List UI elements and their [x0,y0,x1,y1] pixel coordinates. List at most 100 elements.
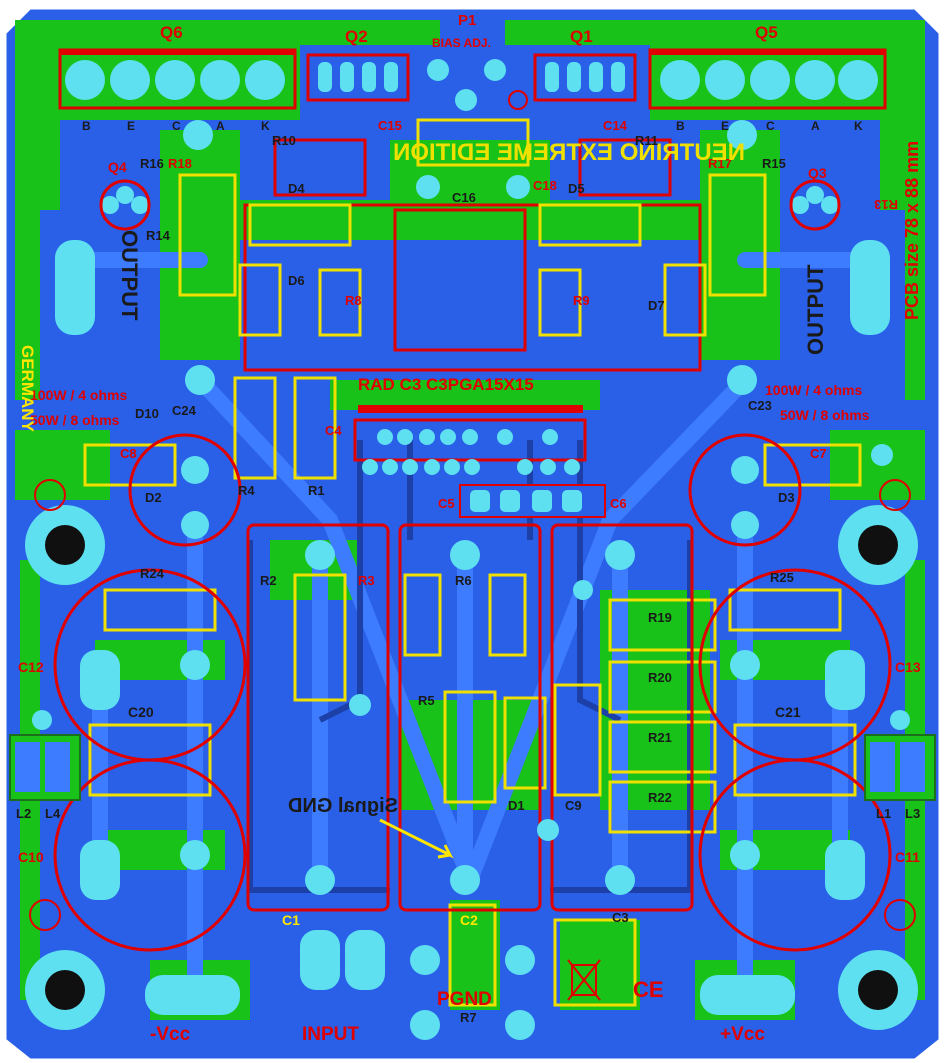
label-d5: D5 [568,181,585,196]
module-outlines [246,138,694,912]
label-r6: R6 [455,573,472,588]
label-l3: L3 [905,806,920,821]
silkscreen-outlines [83,118,862,1007]
pads-large [55,240,890,1015]
label-r2: R2 [260,573,277,588]
pin-left-e: E [127,119,135,133]
label-r22: R22 [648,790,672,805]
label-pos-vcc: +Vcc [720,1024,765,1045]
label-output-left: OUTPUT [117,230,142,321]
label-board-name: NEUTRINO EXTREME EDITION [393,139,745,166]
transistor-q1 [533,53,637,102]
label-q1: Q1 [570,27,593,46]
pin-left-c: C [172,119,181,133]
pads-small [32,120,910,1040]
label-input: INPUT [302,1024,359,1045]
label-d10: D10 [135,406,159,421]
label-c5: C5 [438,496,455,511]
label-rad: RAD C3 C3PGA15X15 [358,375,534,394]
label-c6: C6 [610,496,627,511]
label-r7: R7 [460,1010,477,1025]
label-c12: C12 [18,659,44,675]
label-c3: C3 [612,910,629,925]
label-q3: Q3 [808,165,827,181]
label-r1: R1 [308,483,325,498]
label-d7: D7 [648,298,665,313]
label-output-right: OUTPUT [803,264,828,355]
label-c1: C1 [282,912,300,928]
label-r13: R13 [874,197,898,212]
pin-right-e: E [721,119,729,133]
pin-left-k: K [261,119,270,133]
label-neg-vcc: -Vcc [150,1024,191,1045]
screw-icons [29,479,916,931]
label-c10: C10 [18,849,44,865]
label-power-l-2: 50W / 8 ohms [30,412,120,428]
label-r20: R20 [648,670,672,685]
electrolytic-caps [53,433,892,952]
pin-left-b: B [82,119,91,133]
label-r14: R14 [146,228,171,243]
label-r24: R24 [140,566,165,581]
label-r4: R4 [238,483,255,498]
label-country: GERMANY [18,345,37,433]
label-r8: R8 [345,293,362,308]
transistor-q6 [58,48,297,110]
label-d2: D2 [145,490,162,505]
label-l1: L1 [876,806,891,821]
small-transistors [99,179,841,231]
label-bias: BIAS ADJ. [432,36,491,50]
label-c14: C14 [603,118,628,133]
pin-right-b: B [676,119,685,133]
rad-bar [358,405,583,413]
label-r15: R15 [762,156,786,171]
transistor-q5 [648,48,887,110]
label-l2: L2 [16,806,31,821]
label-p1: P1 [458,12,476,29]
label-c4: C4 [325,423,342,438]
label-c2: C2 [460,912,478,928]
label-d6: D6 [288,273,305,288]
label-r11: R11 [635,133,658,148]
signal-gnd-arrow-icon [379,818,454,859]
pin-right-a: A [811,119,820,133]
header-connector [362,429,606,518]
pin-right-c: C [766,119,775,133]
label-r16: R16 [140,156,164,171]
pin-left-a: A [216,119,225,133]
label-signal-gnd: Signal GND [288,795,398,817]
label-c9: C9 [565,798,582,813]
label-c7: C7 [810,446,827,461]
label-c24: C24 [172,403,197,418]
label-c8: C8 [120,446,137,461]
label-r3: R3 [358,573,375,588]
label-d1: D1 [508,798,525,813]
label-r21: R21 [648,730,672,745]
label-ce: CE [633,977,664,1002]
label-r19: R19 [648,610,672,625]
label-l4: L4 [45,806,61,821]
label-c23: C23 [748,398,772,413]
label-pgnd: PGND [437,989,492,1010]
label-d3: D3 [778,490,795,505]
label-r10: R10 [272,133,296,148]
inductors [9,734,936,801]
label-c13: C13 [895,659,921,675]
transistor-q2 [306,53,410,102]
label-c15: C15 [378,118,402,133]
pads-transistor [65,59,878,111]
label-r18: R18 [168,156,192,171]
label-q4: Q4 [108,159,127,175]
silk-red-labels: Q6 Q2 P1 BIAS ADJ. Q1 Q5 Q4 Q3 R18 R17 C… [18,12,922,1045]
silk-yellow-labels: NEUTRINO EXTREME EDITION Signal GND D4 D… [16,34,920,1025]
label-power-r-1: 100W / 4 ohms [765,382,862,398]
label-r9: R9 [573,293,590,308]
label-c21: C21 [775,704,801,720]
label-q5: Q5 [755,23,778,42]
heatsink-outline [243,203,702,372]
weee-bin-icon [567,959,601,1001]
label-c16: C16 [452,190,476,205]
label-c11: C11 [895,849,920,865]
label-r25: R25 [770,570,794,585]
